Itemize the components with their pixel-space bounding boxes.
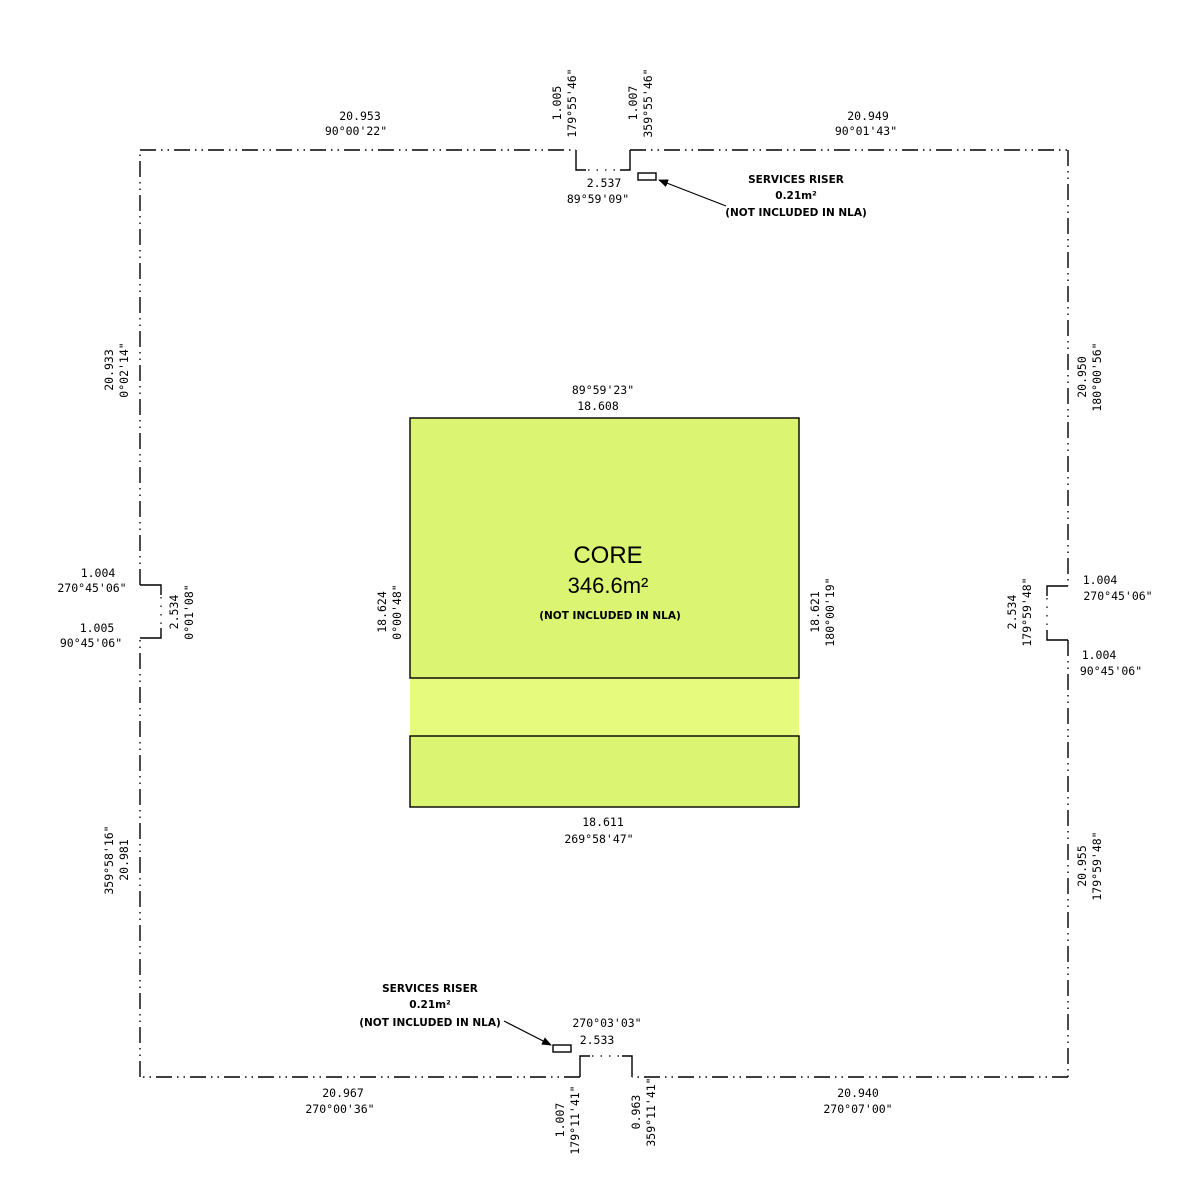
dim-top-right-notch-length: 1.007 <box>626 86 640 121</box>
dim-left-notch-top-bearing: 270°45'06" <box>57 581 126 595</box>
dim-top-right-notch-bearing: 359°55'46" <box>641 68 655 137</box>
dim-left-lower-bearing: 359°58'16" <box>102 825 116 894</box>
tenancy-boundary <box>139 149 1069 1078</box>
dim-top-left-notch-bearing: 179°55'46" <box>565 68 579 137</box>
core-top-length: 18.608 <box>577 399 619 413</box>
dim-right-gap-length: 2.534 <box>1005 595 1019 630</box>
dim-right-notch-bottom-length: 1.004 <box>1082 648 1117 662</box>
dim-left-gap-bearing: 0°01'08" <box>182 584 196 639</box>
boundary-dimension-labels: 20.953 90°00'22" 20.949 90°01'43" 2.537 … <box>57 68 1152 1154</box>
riser-bottom-box <box>552 1044 572 1053</box>
dim-left-notch-bottom-length: 1.005 <box>80 621 115 635</box>
dim-top-gap-length: 2.537 <box>587 176 622 190</box>
riser-top-area: 0.21m² <box>775 190 817 202</box>
dim-left-notch-bottom-bearing: 90°45'06" <box>60 636 122 650</box>
dim-right-notch-top-length: 1.004 <box>1083 573 1118 587</box>
dim-left-gap-length: 2.534 <box>167 595 181 630</box>
riser-top-leader <box>658 179 727 207</box>
core-top-bearing: 89°59'23" <box>572 383 634 397</box>
dim-top-left-length: 20.953 <box>339 109 381 123</box>
core-left-bearing: 0°00'48" <box>390 584 404 639</box>
riser-bottom-area: 0.21m² <box>409 999 451 1011</box>
dim-left-lower-length: 20.981 <box>117 839 131 881</box>
core-fill-lower <box>410 736 799 807</box>
dim-left-upper-bearing: 0°02'14" <box>117 342 131 397</box>
riser-top-note: (NOT INCLUDED IN NLA) <box>725 207 867 219</box>
notch-bottom <box>579 1055 633 1077</box>
services-riser-top: SERVICES RISER 0.21m² (NOT INCLUDED IN N… <box>637 172 867 219</box>
riser-bottom-leader <box>503 1020 552 1046</box>
dim-bottom-left-bearing: 270°00'36" <box>305 1102 374 1116</box>
core-outline-upper <box>409 417 800 679</box>
riser-top-title: SERVICES RISER <box>748 174 844 186</box>
dim-bottom-right-notch-length: 0.963 <box>629 1095 643 1130</box>
notch-top <box>575 150 631 171</box>
dim-bottom-gap-length: 2.533 <box>580 1033 615 1047</box>
dim-left-notch-top-length: 1.004 <box>81 566 116 580</box>
services-riser-bottom: SERVICES RISER 0.21m² (NOT INCLUDED IN N… <box>359 983 572 1053</box>
core-right-length: 18.621 <box>808 591 822 633</box>
core-fill-middle <box>410 678 799 736</box>
dim-right-gap-bearing: 179°59'48" <box>1020 577 1034 646</box>
dim-bottom-left-notch-bearing: 179°11'41" <box>568 1085 582 1154</box>
core-bottom-length: 18.611 <box>582 815 624 829</box>
dim-right-upper-bearing: 180°00'56" <box>1090 342 1104 411</box>
core-title: CORE <box>573 542 642 569</box>
riser-bottom-title: SERVICES RISER <box>382 983 478 995</box>
dim-right-lower-bearing: 179°59'48" <box>1090 831 1104 900</box>
dim-bottom-gap-bearing: 270°03'03" <box>572 1016 641 1030</box>
dim-top-right-length: 20.949 <box>847 109 889 123</box>
core-bottom-bearing: 269°58'47" <box>564 832 633 846</box>
dim-bottom-left-length: 20.967 <box>322 1086 364 1100</box>
riser-bottom-note: (NOT INCLUDED IN NLA) <box>359 1017 501 1029</box>
notch-right <box>1046 585 1068 641</box>
dim-top-left-notch-length: 1.005 <box>550 86 564 121</box>
dim-left-upper-length: 20.933 <box>102 349 116 391</box>
dim-top-gap-bearing: 89°59'09" <box>567 192 629 206</box>
dim-right-notch-bottom-bearing: 90°45'06" <box>1080 664 1142 678</box>
dim-right-lower-length: 20.955 <box>1075 845 1089 887</box>
core-fill-upper <box>410 418 799 678</box>
core-outline-lower <box>409 735 800 808</box>
dim-bottom-right-notch-bearing: 359°11'41" <box>644 1077 658 1146</box>
core-note: (NOT INCLUDED IN NLA) <box>539 610 681 622</box>
dim-right-upper-length: 20.950 <box>1075 356 1089 398</box>
dim-top-right-bearing: 90°01'43" <box>835 124 897 138</box>
core-area-value: 346.6m² <box>568 573 649 598</box>
dim-top-left-bearing: 90°00'22" <box>325 124 387 138</box>
core-right-bearing: 180°00'19" <box>823 577 837 646</box>
dim-right-notch-top-bearing: 270°45'06" <box>1083 589 1152 603</box>
core-labels: CORE 346.6m² (NOT INCLUDED IN NLA) 89°59… <box>375 383 837 846</box>
riser-top-box <box>637 172 657 181</box>
dim-bottom-right-bearing: 270°07'00" <box>823 1102 892 1116</box>
core-area <box>409 417 800 808</box>
dim-bottom-left-notch-length: 1.007 <box>553 1103 567 1138</box>
core-left-length: 18.624 <box>375 591 389 633</box>
notch-left <box>140 584 162 639</box>
dim-bottom-right-length: 20.940 <box>837 1086 879 1100</box>
